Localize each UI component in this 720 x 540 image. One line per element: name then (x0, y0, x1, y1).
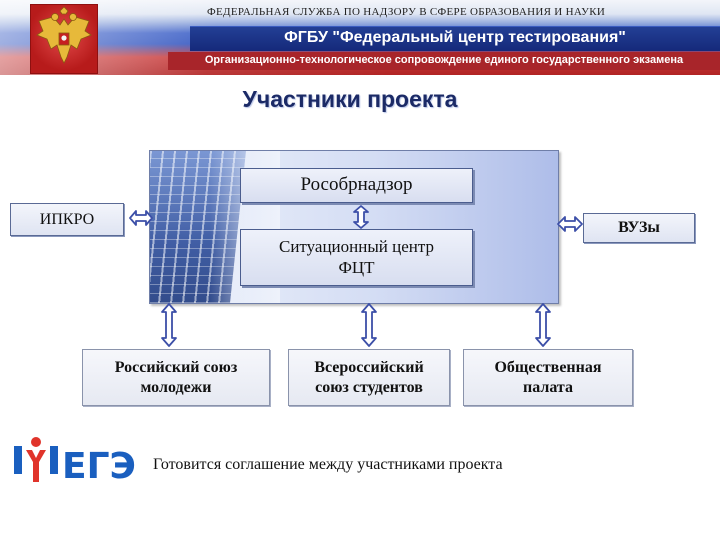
public-chamber-line1: Общественная (494, 359, 602, 377)
double-headed-arrow-icon (535, 303, 551, 347)
universities-label: ВУЗы (618, 219, 660, 237)
youth-union-label: Российский союз молодежи (115, 358, 238, 396)
footer-note: Готовится соглашение между участниками п… (153, 456, 503, 473)
logo-bar-right-icon (50, 446, 58, 474)
youth-union-line1: Российский союз (114, 359, 238, 377)
situation-center-label: Ситуационный центр ФЦТ (279, 237, 434, 278)
double-headed-arrow-icon (129, 210, 153, 226)
subtitle-bar: Организационно-технологическое сопровожд… (168, 52, 720, 70)
public-chamber-label: Общественная палата (494, 358, 601, 396)
double-headed-eagle-icon (30, 4, 98, 74)
header-banner: ФЕДЕРАЛЬНАЯ СЛУЖБА ПО НАДЗОРУ В СФЕРЕ ОБ… (0, 0, 720, 75)
student-union-line2: союз студентов (315, 378, 423, 396)
logo-head-icon (31, 437, 41, 447)
student-union-label: Всероссийский союз студентов (314, 358, 423, 396)
organization-bar: ФГБУ "Федеральный центр тестирования" (190, 26, 720, 51)
double-headed-arrow-icon (557, 216, 583, 232)
rosobrnadzor-box: Рособрнадзор (240, 168, 473, 203)
public-chamber-box: Общественная палата (463, 349, 633, 406)
ipkro-label: ИПКРО (39, 210, 95, 228)
logo-bar-left-icon (14, 446, 22, 474)
organization-name: ФГБУ "Федеральный центр тестирования" (284, 29, 626, 46)
header-subtitle: Организационно-технологическое сопровожд… (204, 54, 684, 66)
youth-union-line2: молодежи (140, 378, 212, 396)
logo-figure-icon (26, 450, 46, 482)
agency-name: ФЕДЕРАЛЬНАЯ СЛУЖБА ПО НАДЗОРУ В СФЕРЕ ОБ… (207, 6, 606, 18)
situation-center-line1: Ситуационный центр (278, 237, 434, 257)
page-title: Участники проекта (242, 86, 458, 112)
double-headed-arrow-icon (161, 303, 177, 347)
youth-union-box: Российский союз молодежи (82, 349, 270, 406)
universities-box: ВУЗы (583, 213, 695, 243)
rosobrnadzor-label: Рособрнадзор (300, 174, 413, 196)
double-headed-arrow-icon (353, 205, 369, 229)
student-union-line1: Всероссийский (314, 359, 424, 377)
ege-logo: ЕГЭ (14, 437, 136, 487)
student-union-box: Всероссийский союз студентов (288, 349, 450, 406)
double-headed-arrow-icon (361, 303, 377, 347)
situation-center-line2: ФЦТ (338, 257, 375, 277)
ege-logo-text: ЕГЭ (62, 446, 136, 487)
public-chamber-line2: палата (523, 378, 573, 396)
situation-center-box: Ситуационный центр ФЦТ (240, 229, 473, 286)
ipkro-box: ИПКРО (10, 203, 124, 236)
